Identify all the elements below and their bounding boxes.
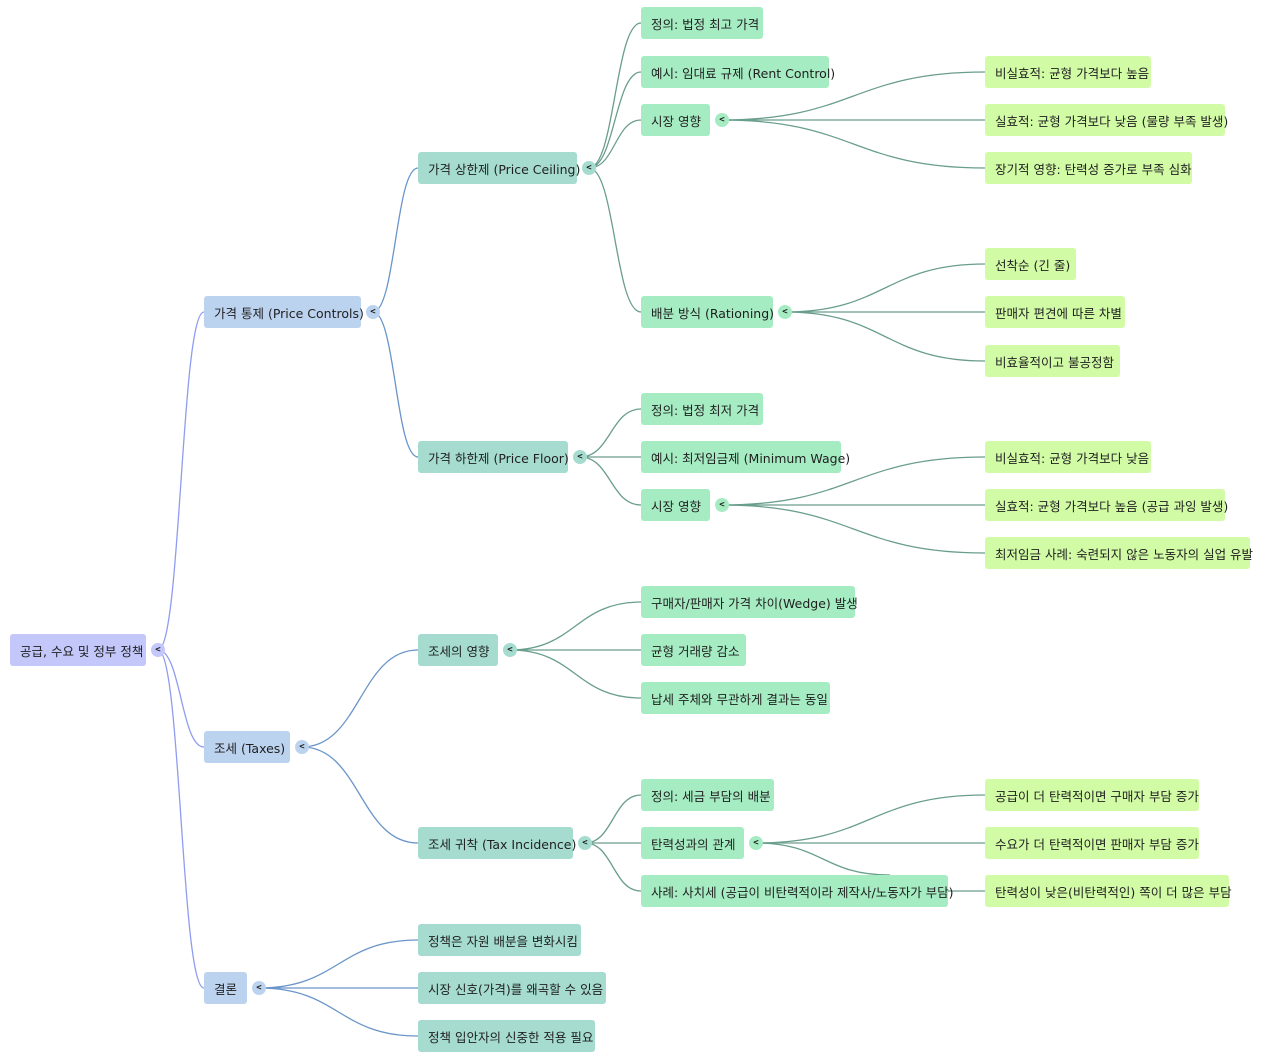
connector-line xyxy=(157,311,205,651)
node-floor-market-effect[interactable]: 시장 영향 xyxy=(641,489,710,521)
connector-line xyxy=(721,504,986,554)
node-label: 공급, 수요 및 정부 정책 xyxy=(20,643,144,659)
connector-line xyxy=(588,119,642,169)
node-ceiling-market-effect[interactable]: 시장 영향 xyxy=(641,104,710,136)
node-floor-effect-3[interactable]: 최저임금 사례: 숙련되지 않은 노동자의 실업 유발 xyxy=(985,537,1253,569)
connector-line xyxy=(157,649,205,748)
connector-line xyxy=(755,842,891,876)
collapse-toggle-icon[interactable]: < xyxy=(252,981,266,995)
connector-line xyxy=(588,22,642,169)
connector-line xyxy=(509,601,642,651)
node-ceiling-effect-2[interactable]: 실효적: 균형 가격보다 낮음 (물량 부족 발생) xyxy=(985,104,1228,136)
connector-line xyxy=(509,649,642,699)
connector-line xyxy=(258,987,419,1037)
node-taxes[interactable]: 조세 (Taxes) xyxy=(204,731,290,763)
collapse-toggle-icon[interactable]: < xyxy=(151,643,165,657)
collapse-toggle-icon[interactable]: < xyxy=(749,836,763,850)
collapse-toggle-icon[interactable]: < xyxy=(503,643,517,657)
node-elasticity-2[interactable]: 수요가 더 탄력적이면 판매자 부담 증가 xyxy=(985,827,1199,859)
node-conclusion-1[interactable]: 정책은 자원 배분을 변화시킴 xyxy=(418,924,581,956)
node-ceiling-definition[interactable]: 정의: 법정 최고 가격 xyxy=(641,7,763,39)
node-floor-effect-1[interactable]: 비실효적: 균형 가격보다 낮음 xyxy=(985,441,1151,473)
connector-line xyxy=(372,167,419,313)
node-rationing-1[interactable]: 선착순 (긴 줄) xyxy=(985,248,1076,280)
node-elasticity-1[interactable]: 공급이 더 탄력적이면 구매자 부담 증가 xyxy=(985,779,1199,811)
node-incidence-example[interactable]: 사례: 사치세 (공급이 비탄력적이라 제작사/노동자가 부담) xyxy=(641,875,954,907)
connector-line xyxy=(584,842,642,892)
node-price-controls[interactable]: 가격 통제 (Price Controls) xyxy=(204,296,364,328)
root-node[interactable]: 공급, 수요 및 정부 정책 xyxy=(10,634,146,666)
collapse-toggle-icon[interactable]: < xyxy=(582,161,596,175)
node-price-ceiling[interactable]: 가격 상한제 (Price Ceiling) xyxy=(418,152,580,184)
node-ceiling-example[interactable]: 예시: 임대료 규제 (Rent Control) xyxy=(641,56,835,88)
collapse-toggle-icon[interactable]: < xyxy=(295,740,309,754)
node-elasticity[interactable]: 탄력성과의 관계 xyxy=(641,827,744,859)
collapse-toggle-icon[interactable]: < xyxy=(778,305,792,319)
connector-line xyxy=(301,746,419,844)
node-conclusion[interactable]: 결론 xyxy=(204,972,247,1004)
connector-line xyxy=(157,649,205,989)
connector-line xyxy=(584,794,642,844)
node-tax-effect[interactable]: 조세의 영향 xyxy=(418,634,498,666)
collapse-toggle-icon[interactable]: < xyxy=(573,450,587,464)
connector-line xyxy=(755,794,986,844)
collapse-toggle-icon[interactable]: < xyxy=(366,305,380,319)
collapse-toggle-icon[interactable]: < xyxy=(715,498,729,512)
connector-line xyxy=(301,649,419,748)
node-conclusion-2[interactable]: 시장 신호(가격)를 왜곡할 수 있음 xyxy=(418,972,606,1004)
node-tax-effect-3[interactable]: 납세 주체와 무관하게 결과는 동일 xyxy=(641,682,830,714)
connector-line xyxy=(784,263,986,313)
connector-line xyxy=(721,71,986,121)
node-rationing-3[interactable]: 비효율적이고 불공정함 xyxy=(985,345,1120,377)
node-ceiling-effect-3[interactable]: 장기적 영향: 탄력성 증가로 부족 심화 xyxy=(985,152,1192,184)
connector-line xyxy=(579,456,642,506)
node-conclusion-3[interactable]: 정책 입안자의 신중한 적용 필요 xyxy=(418,1020,595,1052)
connector-line xyxy=(258,939,419,989)
connector-line xyxy=(588,167,642,313)
collapse-toggle-icon[interactable]: < xyxy=(578,836,592,850)
node-rationing[interactable]: 배분 방식 (Rationing) xyxy=(641,296,774,328)
connector-line xyxy=(579,408,642,458)
node-incidence-definition[interactable]: 정의: 세금 부담의 배분 xyxy=(641,779,774,811)
node-elasticity-3[interactable]: 탄력성이 낮은(비탄력적인) 쪽이 더 많은 부담 xyxy=(985,875,1232,907)
node-price-floor[interactable]: 가격 하한제 (Price Floor) xyxy=(418,441,569,473)
node-floor-effect-2[interactable]: 실효적: 균형 가격보다 높음 (공급 과잉 발생) xyxy=(985,489,1228,521)
connector-line xyxy=(721,456,986,506)
connector-line xyxy=(588,71,642,169)
connector-line xyxy=(721,119,986,169)
node-floor-definition[interactable]: 정의: 법정 최저 가격 xyxy=(641,393,763,425)
node-tax-effect-1[interactable]: 구매자/판매자 가격 차이(Wedge) 발생 xyxy=(641,586,858,618)
node-ceiling-effect-1[interactable]: 비실효적: 균형 가격보다 높음 xyxy=(985,56,1151,88)
node-rationing-2[interactable]: 판매자 편견에 따른 차별 xyxy=(985,296,1125,328)
node-tax-incidence[interactable]: 조세 귀착 (Tax Incidence) xyxy=(418,827,576,859)
collapse-toggle-icon[interactable]: < xyxy=(715,113,729,127)
node-tax-effect-2[interactable]: 균형 거래량 감소 xyxy=(641,634,746,666)
node-floor-example[interactable]: 예시: 최저임금제 (Minimum Wage) xyxy=(641,441,850,473)
connector-line xyxy=(784,311,986,362)
connector-line xyxy=(372,311,419,458)
